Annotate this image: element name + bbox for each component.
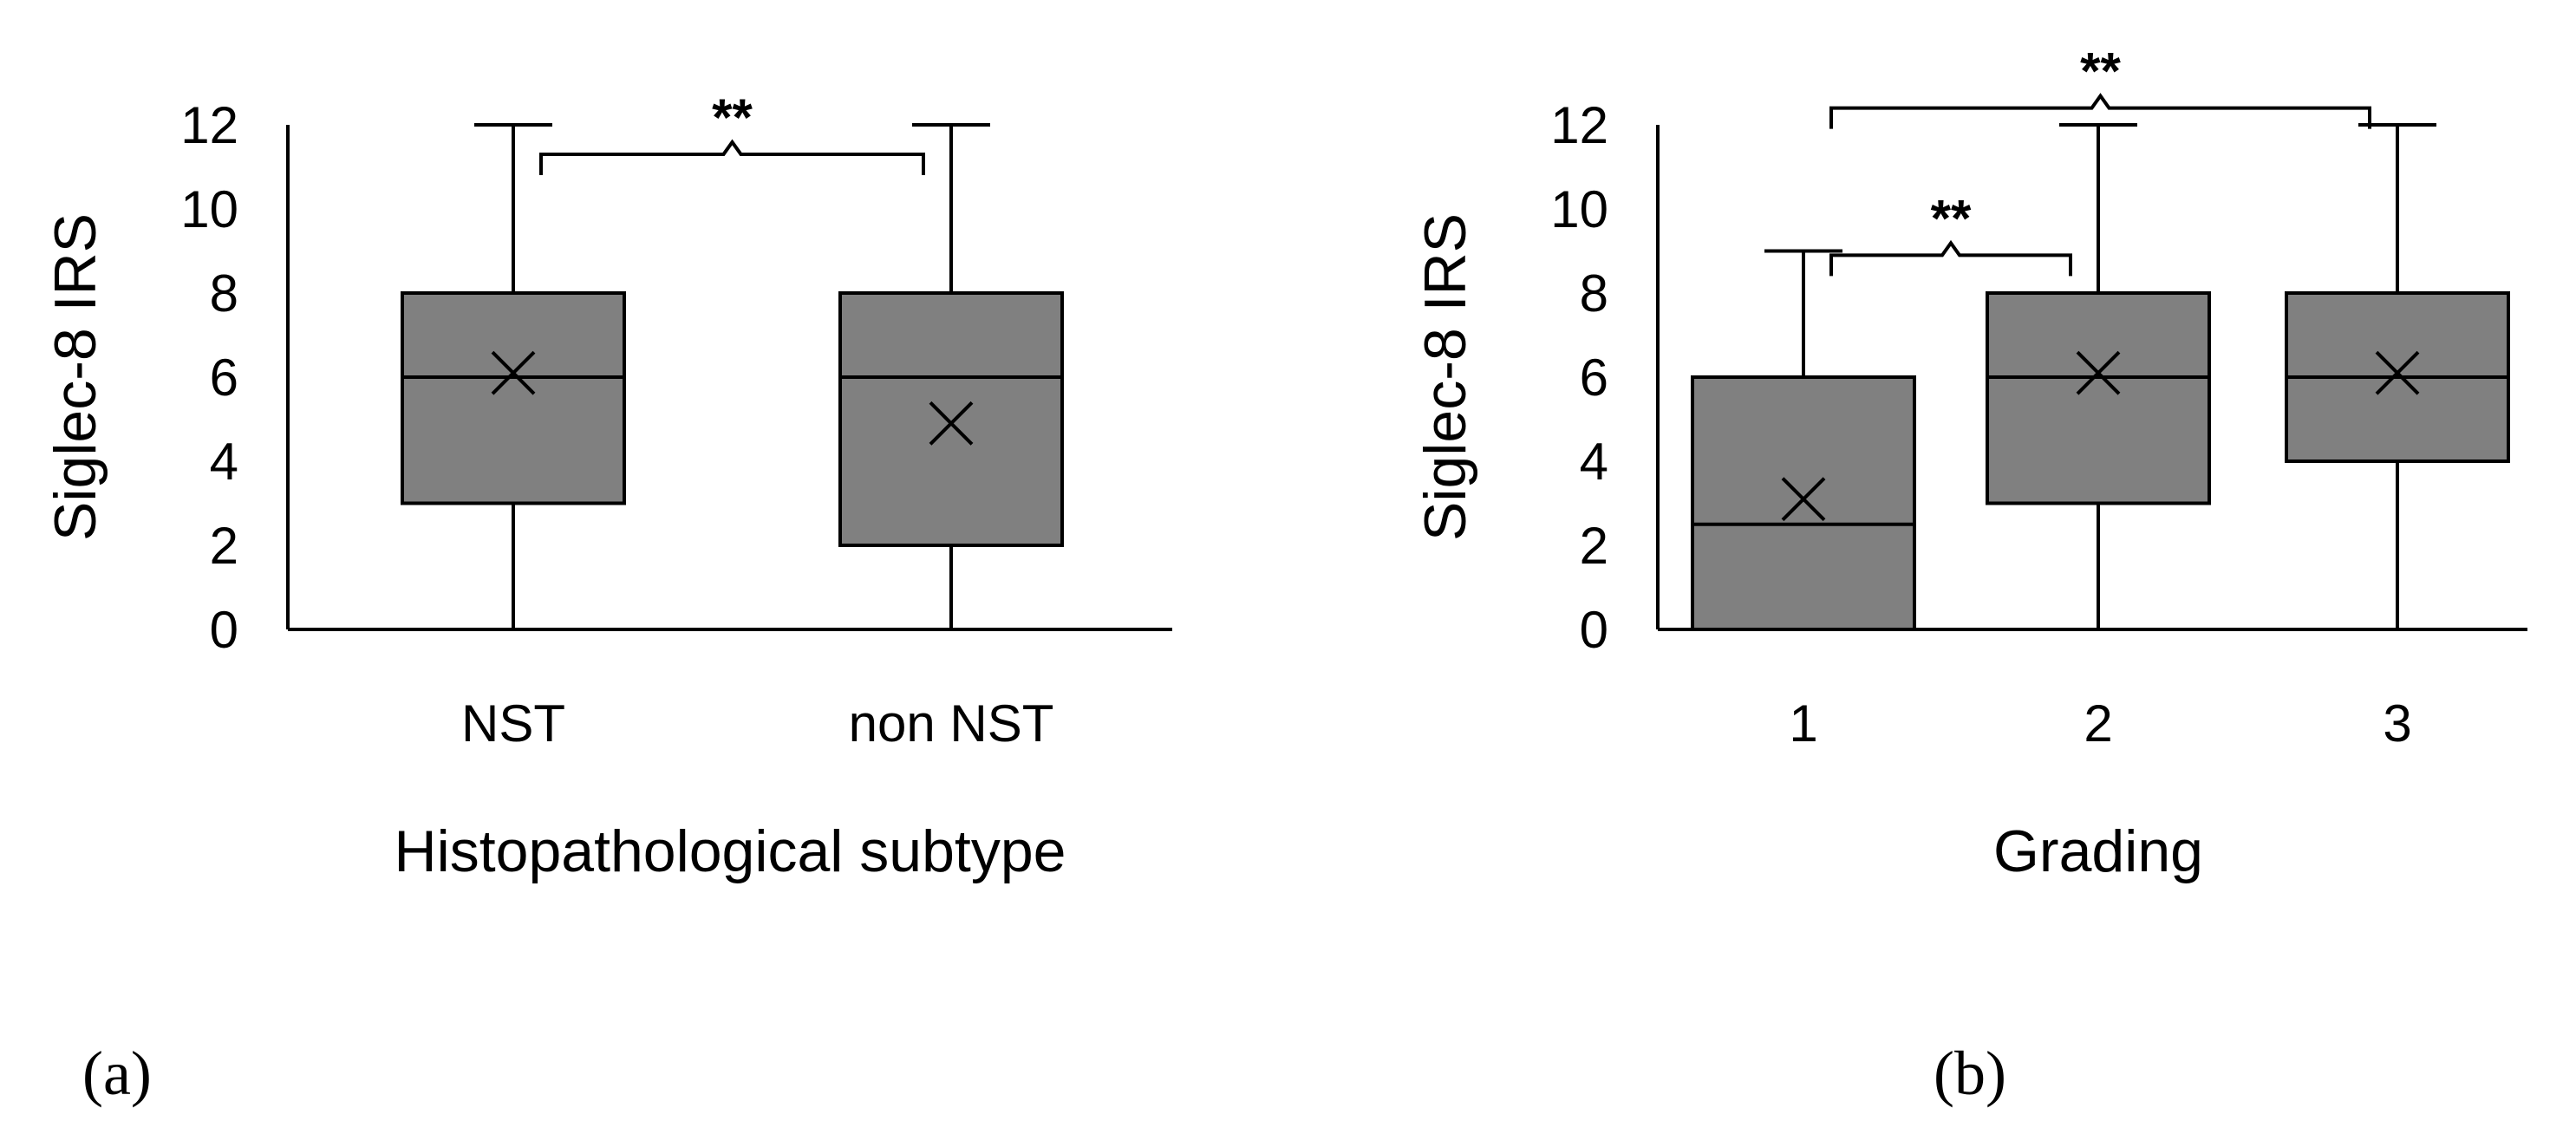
y-tick-label: 0 — [210, 601, 238, 659]
x-tick-label: NST — [461, 694, 565, 753]
mean-marker — [2076, 350, 2121, 395]
x-tick-label: 3 — [2383, 694, 2411, 753]
y-axis-label: Siglec-8 IRS — [1412, 213, 1478, 541]
x-tick-label: non NST — [849, 694, 1054, 753]
y-tick-label: 10 — [1550, 180, 1608, 238]
y-tick-label: 6 — [1580, 349, 1608, 407]
y-tick-label: 2 — [210, 517, 238, 575]
y-tick-label: 12 — [180, 96, 238, 154]
y-tick-label: 12 — [1550, 96, 1608, 154]
y-tick-label: 2 — [1580, 517, 1608, 575]
x-axis-label: Histopathological subtype — [395, 818, 1066, 884]
panel-label-a: (a) — [82, 1039, 152, 1108]
x-tick-label: 1 — [1789, 694, 1817, 753]
y-tick-label: 0 — [1580, 601, 1608, 659]
box-iqr — [1986, 291, 2211, 505]
mean-marker — [929, 401, 974, 446]
y-tick-label: 4 — [210, 433, 238, 491]
significance-label: ** — [712, 88, 753, 147]
box-iqr — [401, 291, 626, 505]
box-iqr — [838, 291, 1064, 547]
significance-bracket — [539, 139, 925, 175]
significance-label: ** — [1931, 189, 1972, 247]
y-tick-label: 8 — [1580, 264, 1608, 323]
y-tick-label: 6 — [210, 349, 238, 407]
significance-bracket — [1829, 93, 2371, 129]
x-axis-label: Grading — [1993, 818, 2203, 884]
panel-label-b: (b) — [1934, 1039, 2006, 1108]
mean-marker — [1781, 477, 1826, 522]
mean-marker — [491, 350, 536, 395]
mean-marker — [2375, 350, 2420, 395]
y-tick-label: 4 — [1580, 433, 1608, 491]
y-axis-label: Siglec-8 IRS — [42, 213, 108, 541]
y-tick-label: 10 — [180, 180, 238, 238]
significance-label: ** — [2080, 42, 2121, 101]
y-tick-label: 8 — [210, 264, 238, 323]
significance-bracket — [1829, 239, 2072, 277]
x-tick-label: 2 — [2084, 694, 2112, 753]
box-iqr — [1691, 375, 1916, 631]
